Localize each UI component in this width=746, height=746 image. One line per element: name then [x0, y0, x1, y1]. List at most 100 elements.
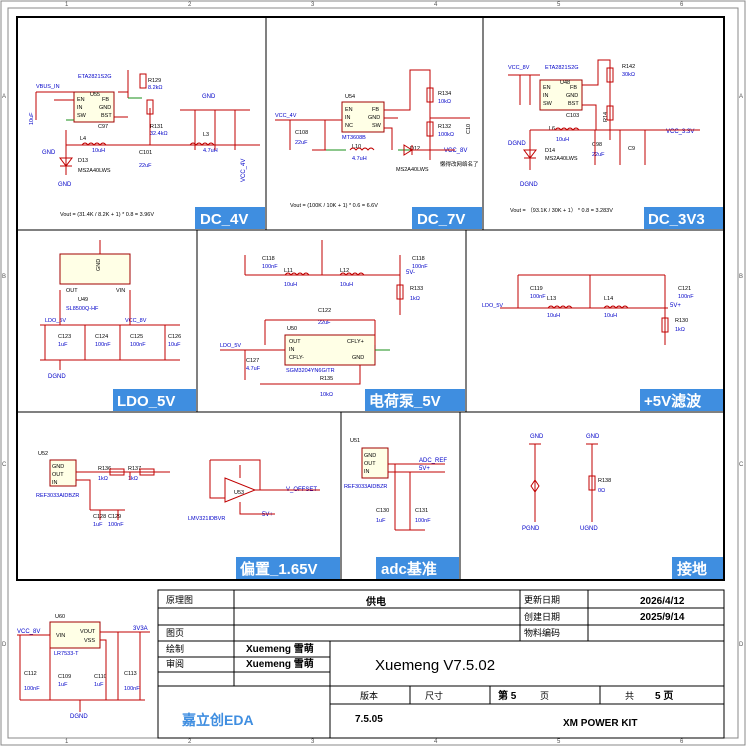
value: 10uF	[168, 342, 181, 348]
value: 10uH	[340, 282, 353, 288]
resistor-r136	[109, 468, 125, 476]
ref: C119	[530, 286, 543, 292]
value: 10uH	[547, 313, 560, 319]
ref: C103	[566, 113, 579, 119]
pin: GND	[99, 105, 111, 111]
value: 1kΩ	[675, 327, 685, 333]
net-label: 5V+	[670, 303, 681, 309]
ic-u54	[341, 101, 385, 133]
inductor-l13	[547, 305, 573, 309]
ruler-col: 3	[311, 739, 315, 745]
value: 100nF	[108, 522, 124, 528]
ic-u55	[73, 91, 115, 123]
pin: OUT	[289, 339, 301, 345]
ruler-row: D	[2, 642, 7, 648]
net-label: 5V-	[406, 270, 415, 276]
value: 100nF	[124, 686, 140, 692]
section-title-adcref: adc基准	[381, 560, 437, 578]
label-page: 图页	[166, 628, 184, 638]
value: 100nF	[262, 264, 278, 270]
ref: D13	[78, 158, 88, 164]
net-tie	[530, 479, 540, 493]
ruler-row: B	[2, 274, 6, 280]
ruler-row: C	[2, 462, 7, 468]
resistor-r132	[426, 121, 434, 137]
value: 22uF	[318, 320, 331, 326]
resistor-r130	[661, 317, 669, 333]
resistor-r137	[139, 468, 155, 476]
ruler-col: 4	[434, 2, 438, 8]
formula: Vout = (31.4K / 8.2K + 1) * 0.8 = 3.96V	[60, 212, 154, 218]
note: 懒得改网络名了	[440, 160, 479, 168]
gnd-label: GND	[530, 434, 544, 440]
ic-u49	[59, 253, 131, 285]
section-tag-bg	[236, 557, 340, 579]
resistor-r142	[606, 67, 614, 83]
ruler-col: 2	[188, 739, 192, 745]
ic-part: LMV321IDBVR	[188, 516, 225, 522]
pin: GND	[364, 453, 376, 459]
pin: FB	[102, 97, 109, 103]
net-label: VCC_4V	[275, 113, 297, 119]
ruler-columns: 1 2 3 4 5 6 1 2 3 4 5 6	[65, 2, 684, 745]
ref: C112	[24, 671, 37, 677]
value-total: 5 页	[655, 690, 673, 702]
resistor-r131	[146, 99, 154, 115]
section-tag-bg	[412, 207, 482, 229]
section-tag-bg	[195, 207, 265, 229]
pin: GND	[566, 93, 578, 99]
pin: VIN	[56, 633, 65, 639]
section-tag-bg	[672, 557, 723, 579]
ref: C9	[628, 146, 635, 152]
main-frame	[16, 16, 725, 581]
section-title-plus5v: +5V滤波	[644, 392, 702, 410]
inductor-l12	[339, 272, 365, 276]
ruler-col: 5	[557, 2, 561, 8]
ruler-row: B	[739, 274, 743, 280]
formula: Vout = (100K / 10K + 1) * 0.6 = 6.6V	[290, 203, 378, 209]
value: 4.7uF	[246, 366, 261, 372]
value: 100nF	[412, 264, 428, 270]
wire	[76, 459, 320, 520]
ref: C97	[98, 124, 108, 130]
title-block: 原理图 供电 更新日期 2026/4/12 创建日期 2025/9/14 物料编…	[157, 589, 725, 739]
section-tag-bg	[365, 389, 465, 411]
gnd-label: DGND	[520, 182, 538, 188]
ic-ref: U60	[55, 614, 65, 620]
pin: OUT	[66, 288, 78, 294]
label-sheet: 第 5	[498, 689, 517, 702]
diode-d14	[523, 149, 537, 159]
ic-part: LR7533-T	[54, 651, 79, 657]
title-frame	[157, 589, 725, 739]
net-label: ADC_REF	[419, 458, 447, 464]
ref: R135	[320, 376, 333, 382]
ic-ref: U49	[78, 297, 88, 303]
ic-ref: U55	[90, 92, 100, 98]
pin: IN	[364, 469, 370, 475]
section-labels: DC_4V DC_7V DC_3V3 LDO_5V 电荷泵_5V +5V滤波 偏…	[113, 207, 723, 579]
value: 100nF	[24, 686, 40, 692]
pin: IN	[345, 115, 351, 121]
ref: R132	[438, 124, 451, 130]
net-label: LDO_5V	[220, 343, 241, 349]
net-label: LDO_5V	[45, 318, 66, 324]
opamp-u53	[224, 477, 257, 503]
section-frames	[16, 16, 725, 581]
ic-u51	[361, 447, 389, 479]
inductor-l3	[189, 142, 215, 146]
block-ground: GND GND PGND R138 0Ω UGND	[522, 434, 611, 532]
net-label: VCC_8V	[508, 65, 530, 71]
value: 10uF	[29, 112, 35, 125]
ruler-col: 5	[557, 739, 561, 745]
wire	[275, 69, 470, 160]
value: 22uF	[295, 140, 308, 146]
value-updated: 2026/4/12	[640, 596, 685, 607]
ref: C127	[246, 358, 259, 364]
pin: EN	[543, 85, 551, 91]
resistor-r138	[588, 475, 596, 491]
ref: C124	[95, 334, 108, 340]
pin: GND	[52, 464, 64, 470]
section-tag-bg	[640, 389, 723, 411]
ref: L10	[352, 144, 361, 150]
